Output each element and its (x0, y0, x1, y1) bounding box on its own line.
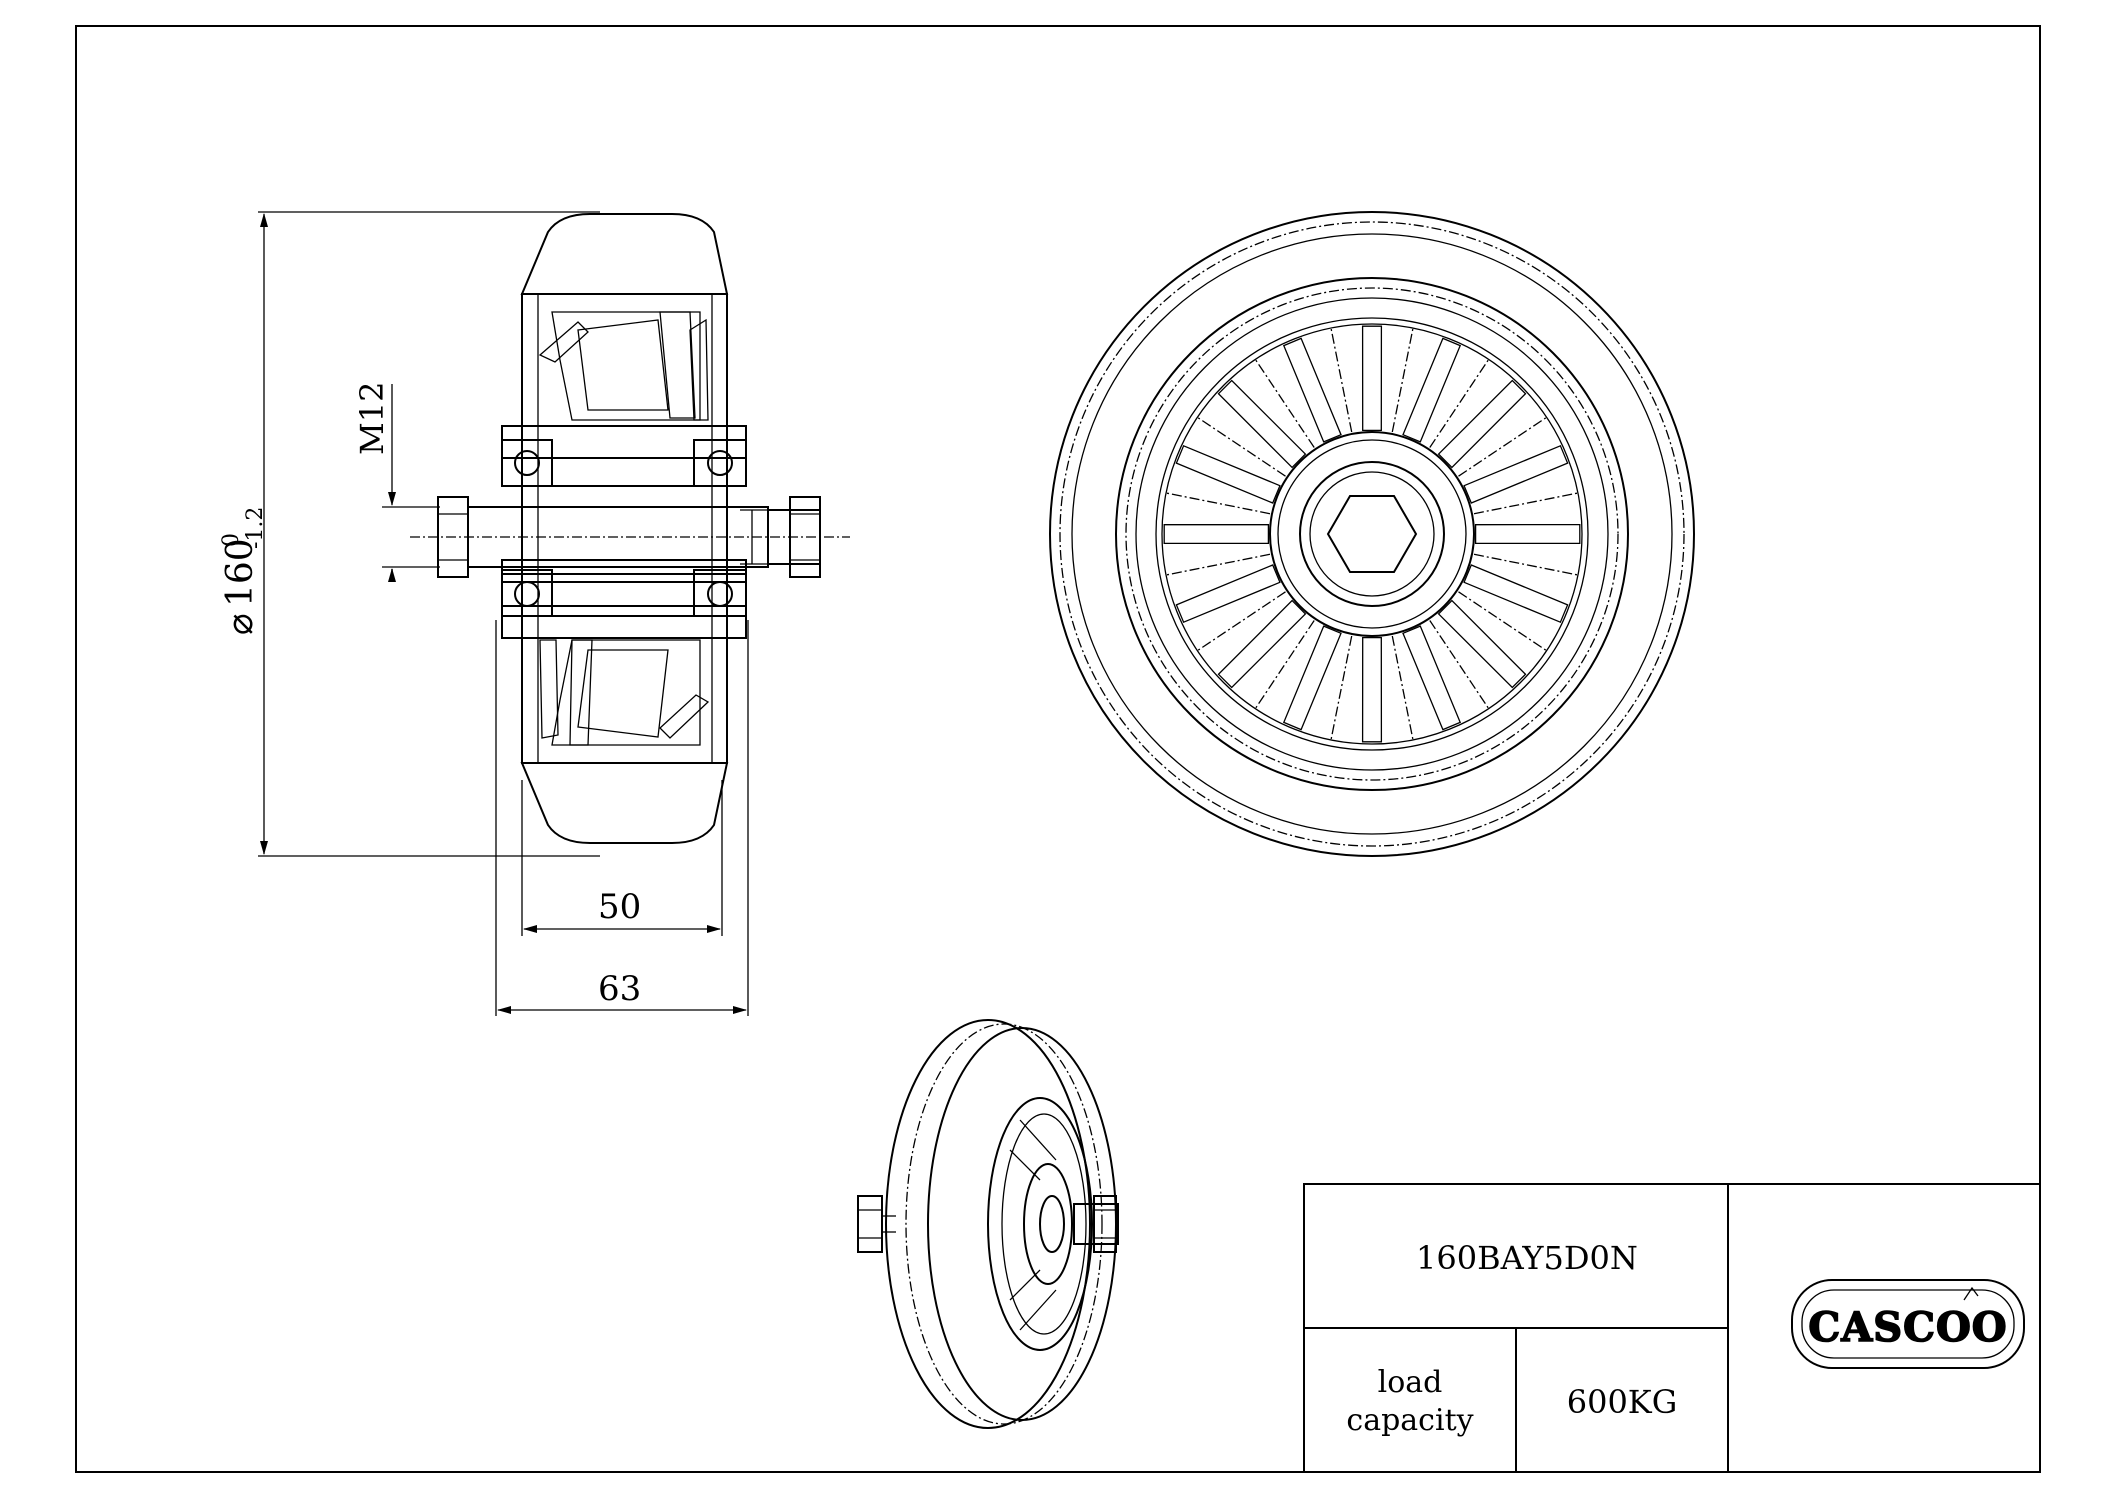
load-capacity-label-line1: load (1378, 1365, 1443, 1400)
wheel-spoke (1175, 444, 1281, 504)
sheet-border (75, 25, 2041, 1473)
spoke-centerline (1429, 357, 1491, 448)
spoke-centerline (1458, 591, 1549, 653)
wheel-spoke (1217, 599, 1307, 689)
wheel-spoke (1175, 564, 1281, 624)
diameter-upper-tolerance: 0 (219, 533, 244, 547)
wheel-spoke (1463, 444, 1569, 504)
width-63-label: 63 (598, 969, 641, 1009)
diameter-value: 160 (220, 538, 261, 607)
wheel-spoke (1361, 325, 1383, 432)
perspective-view (857, 1019, 1119, 1429)
title-block (1303, 1183, 2041, 1473)
spoke-centerline (1195, 415, 1286, 477)
wheel-spoke (1361, 636, 1383, 743)
dimension-lines (258, 211, 749, 1016)
wheel-spoke (1474, 523, 1581, 545)
diameter-lower-tolerance: -1.2 (243, 507, 268, 549)
wheel-spoke (1217, 379, 1307, 469)
diameter-symbol: ⌀ (220, 613, 261, 635)
load-capacity-value: 600KG (1567, 1383, 1678, 1421)
tyre-section-bottom (520, 762, 729, 844)
section-view (410, 213, 850, 844)
wheel-spoke (1402, 625, 1462, 731)
width-50-label: 50 (598, 887, 641, 927)
front-view (1049, 211, 1695, 857)
wheel-spoke (1282, 337, 1342, 443)
tyre-section-top (520, 213, 729, 295)
spoke-centerline (1253, 620, 1315, 711)
spoke-centerline (1253, 357, 1315, 448)
thread-label: M12 (353, 382, 391, 455)
wheel-spoke (1402, 337, 1462, 443)
wheel-spoke (1437, 379, 1527, 469)
wheel-spoke (1282, 625, 1342, 731)
wheel-spoke (1163, 523, 1270, 545)
wheel-spoke (1437, 599, 1527, 689)
logo-text: CASCOO (1808, 1304, 2007, 1351)
company-logo: CASCOO (1791, 1279, 2025, 1369)
part-number: 160BAY5D0N (1416, 1239, 1638, 1277)
spoke-centerline (1195, 591, 1286, 653)
load-capacity-label-line2: capacity (1346, 1403, 1473, 1438)
wheel-spoke (1463, 564, 1569, 624)
spoke-centerline (1458, 415, 1549, 477)
spoke-centerline (1429, 620, 1491, 711)
